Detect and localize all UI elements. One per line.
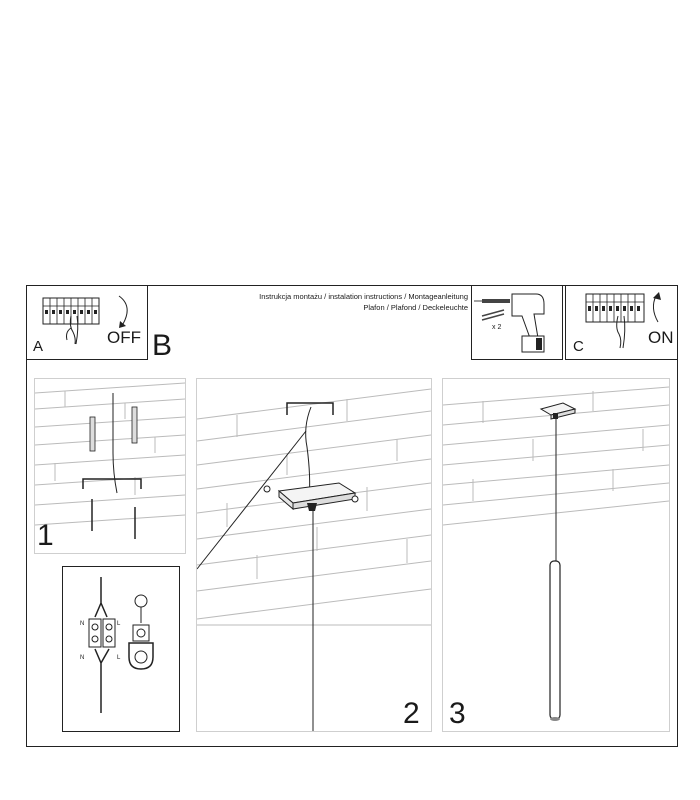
step-2-number: 2 — [403, 697, 420, 730]
wiring-diagram — [88, 577, 154, 713]
step-2-panel: 2 — [196, 378, 432, 732]
instruction-frame — [26, 285, 678, 747]
wiring-detail-panel: N L N L — [62, 566, 180, 732]
plug-count: x 2 — [492, 324, 502, 331]
drill-box: x 2 — [471, 285, 563, 360]
step-a-box: A OFF — [26, 285, 148, 360]
on-label: ON — [648, 328, 674, 347]
terminal-label-l-top: L — [117, 621, 121, 627]
step-3-number: 3 — [449, 697, 466, 730]
step-a-letter: A — [33, 338, 44, 355]
step-c-letter: C — [573, 338, 584, 355]
step-3-panel: 3 — [442, 378, 670, 732]
drill-icon — [474, 293, 545, 353]
terminal-label-l-bottom: L — [117, 655, 121, 661]
title-line-1: Instrukcja montażu / instalation instruc… — [259, 292, 468, 301]
instruction-title: Instrukcja montażu / instalation instruc… — [200, 292, 468, 316]
breaker-off-icon — [42, 295, 128, 345]
step-c-box: C ON — [565, 285, 678, 360]
canopy-mounting-illustration — [197, 388, 431, 731]
ceiling-drilling-illustration — [35, 382, 185, 539]
terminal-label-n-top: N — [80, 621, 85, 627]
breaker-on-icon — [585, 292, 661, 349]
installed-pendant-illustration — [443, 386, 669, 721]
step-1-panel: 1 — [34, 378, 186, 554]
step-1-number: 1 — [37, 519, 54, 552]
terminal-label-n-bottom: N — [80, 655, 85, 661]
off-label: OFF — [107, 328, 141, 347]
title-line-2: Plafon / Plafond / Deckeleuchte — [363, 303, 468, 312]
step-b-letter: B — [152, 329, 173, 362]
